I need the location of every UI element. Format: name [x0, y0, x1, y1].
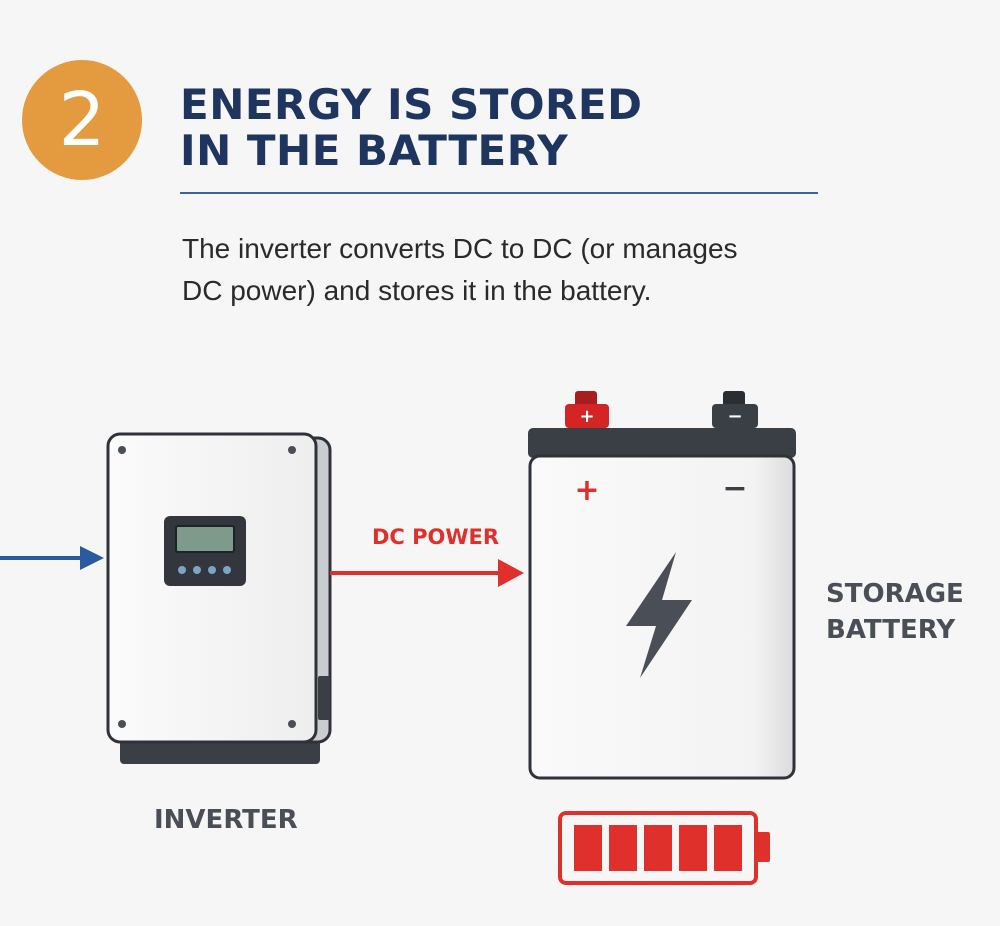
title-divider	[180, 192, 818, 194]
charge-level-icon	[558, 811, 770, 885]
inverter-display	[164, 516, 246, 586]
step-number: 2	[58, 77, 106, 163]
storage-battery-label-line-2: BATTERY	[826, 615, 956, 645]
dc-power-arrow	[330, 559, 524, 587]
step-badge: 2	[22, 60, 142, 180]
battery-negative-mark: −	[722, 471, 747, 506]
positive-terminal-symbol: +	[579, 406, 594, 427]
title-line-1: ENERGY IS STORED	[180, 80, 643, 129]
dc-power-label: DC POWER	[372, 525, 500, 549]
lightning-bolt-icon	[626, 552, 692, 678]
battery-positive-mark: +	[574, 473, 599, 508]
charge-bar	[609, 825, 637, 871]
charge-bars	[574, 825, 742, 871]
charge-bar	[679, 825, 707, 871]
description-line-1: The inverter converts DC to DC (or manag…	[182, 233, 738, 264]
negative-terminal: −	[712, 391, 758, 428]
positive-terminal: +	[565, 391, 609, 428]
inverter-icon	[106, 432, 332, 764]
title-line-2: IN THE BATTERY	[180, 126, 569, 175]
charge-bar	[574, 825, 602, 871]
negative-terminal-symbol: −	[727, 406, 742, 427]
battery-icon: + − + −	[528, 391, 796, 780]
charge-bar	[644, 825, 672, 871]
input-arrow	[0, 546, 104, 570]
description-line-2: DC power) and stores it in the battery.	[182, 275, 652, 306]
description: The inverter converts DC to DC (or manag…	[182, 228, 802, 312]
inverter-label: INVERTER	[154, 805, 298, 835]
charge-bar	[714, 825, 742, 871]
storage-battery-label: STORAGE BATTERY	[826, 576, 964, 648]
storage-battery-label-line-1: STORAGE	[826, 579, 964, 609]
page-title: ENERGY IS STORED IN THE BATTERY	[180, 82, 642, 174]
